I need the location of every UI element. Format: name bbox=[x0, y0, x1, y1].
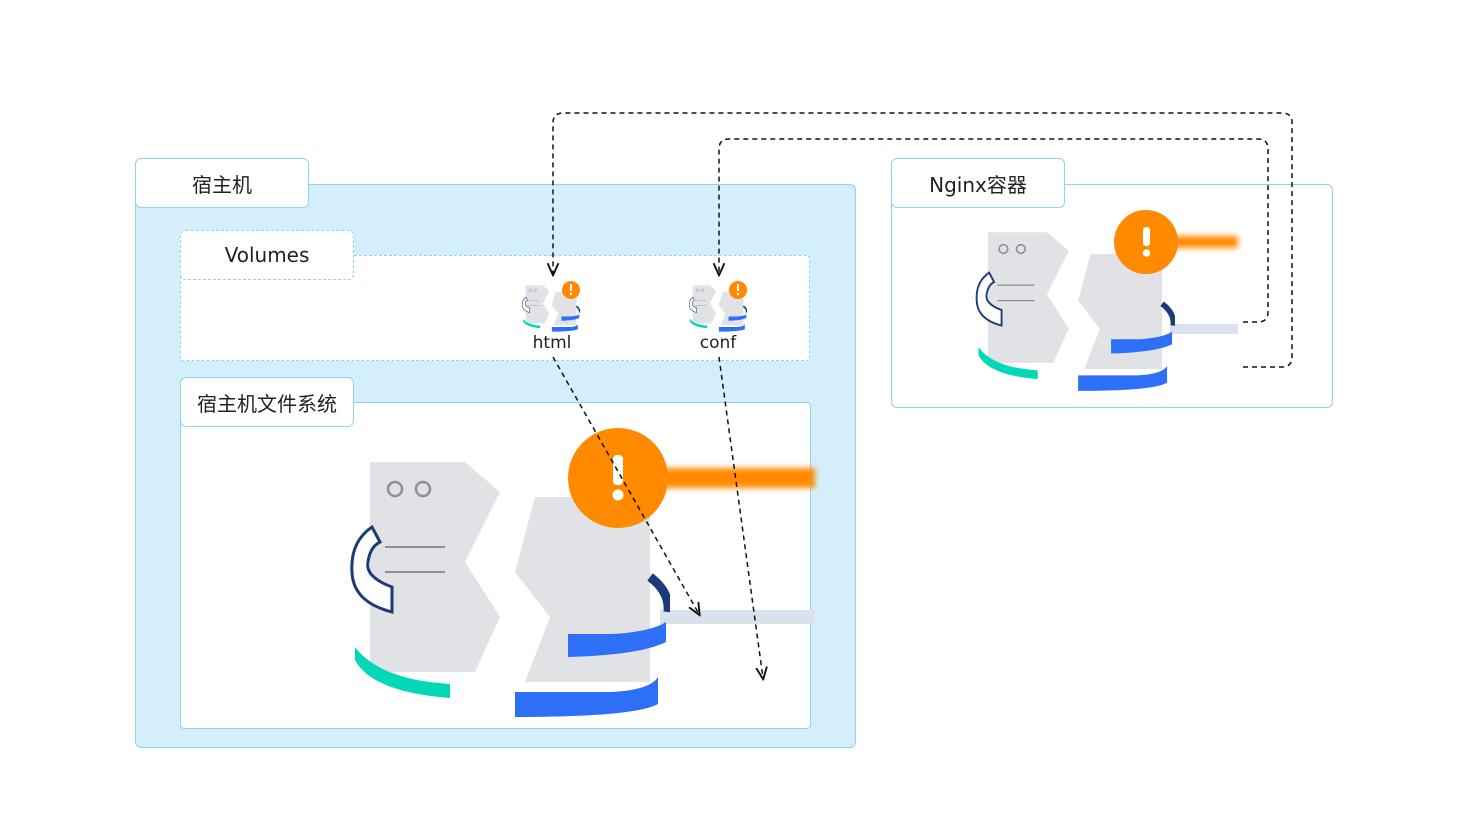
mapping-arrow-html bbox=[553, 112, 1293, 368]
host-title: 宿主机 bbox=[135, 158, 309, 208]
filesystem-alert-icon bbox=[568, 428, 815, 528]
volume-html-icon bbox=[522, 281, 580, 333]
volume-arrow-html bbox=[552, 356, 699, 614]
volumes-title: Volumes bbox=[180, 230, 354, 280]
nginx-container-title: Nginx容器 bbox=[891, 158, 1065, 208]
nginx-server-icon bbox=[977, 232, 1238, 391]
mapping-arrow-conf bbox=[719, 138, 1269, 323]
volume-arrow-conf bbox=[718, 356, 763, 678]
host-filesystem-box bbox=[180, 402, 811, 729]
volume-html-label: html bbox=[532, 333, 572, 353]
volume-conf-icon bbox=[689, 281, 747, 333]
volume-conf-label: conf bbox=[699, 333, 737, 353]
nginx-alert-icon bbox=[1114, 210, 1238, 274]
host-filesystem-title: 宿主机文件系统 bbox=[180, 377, 354, 427]
